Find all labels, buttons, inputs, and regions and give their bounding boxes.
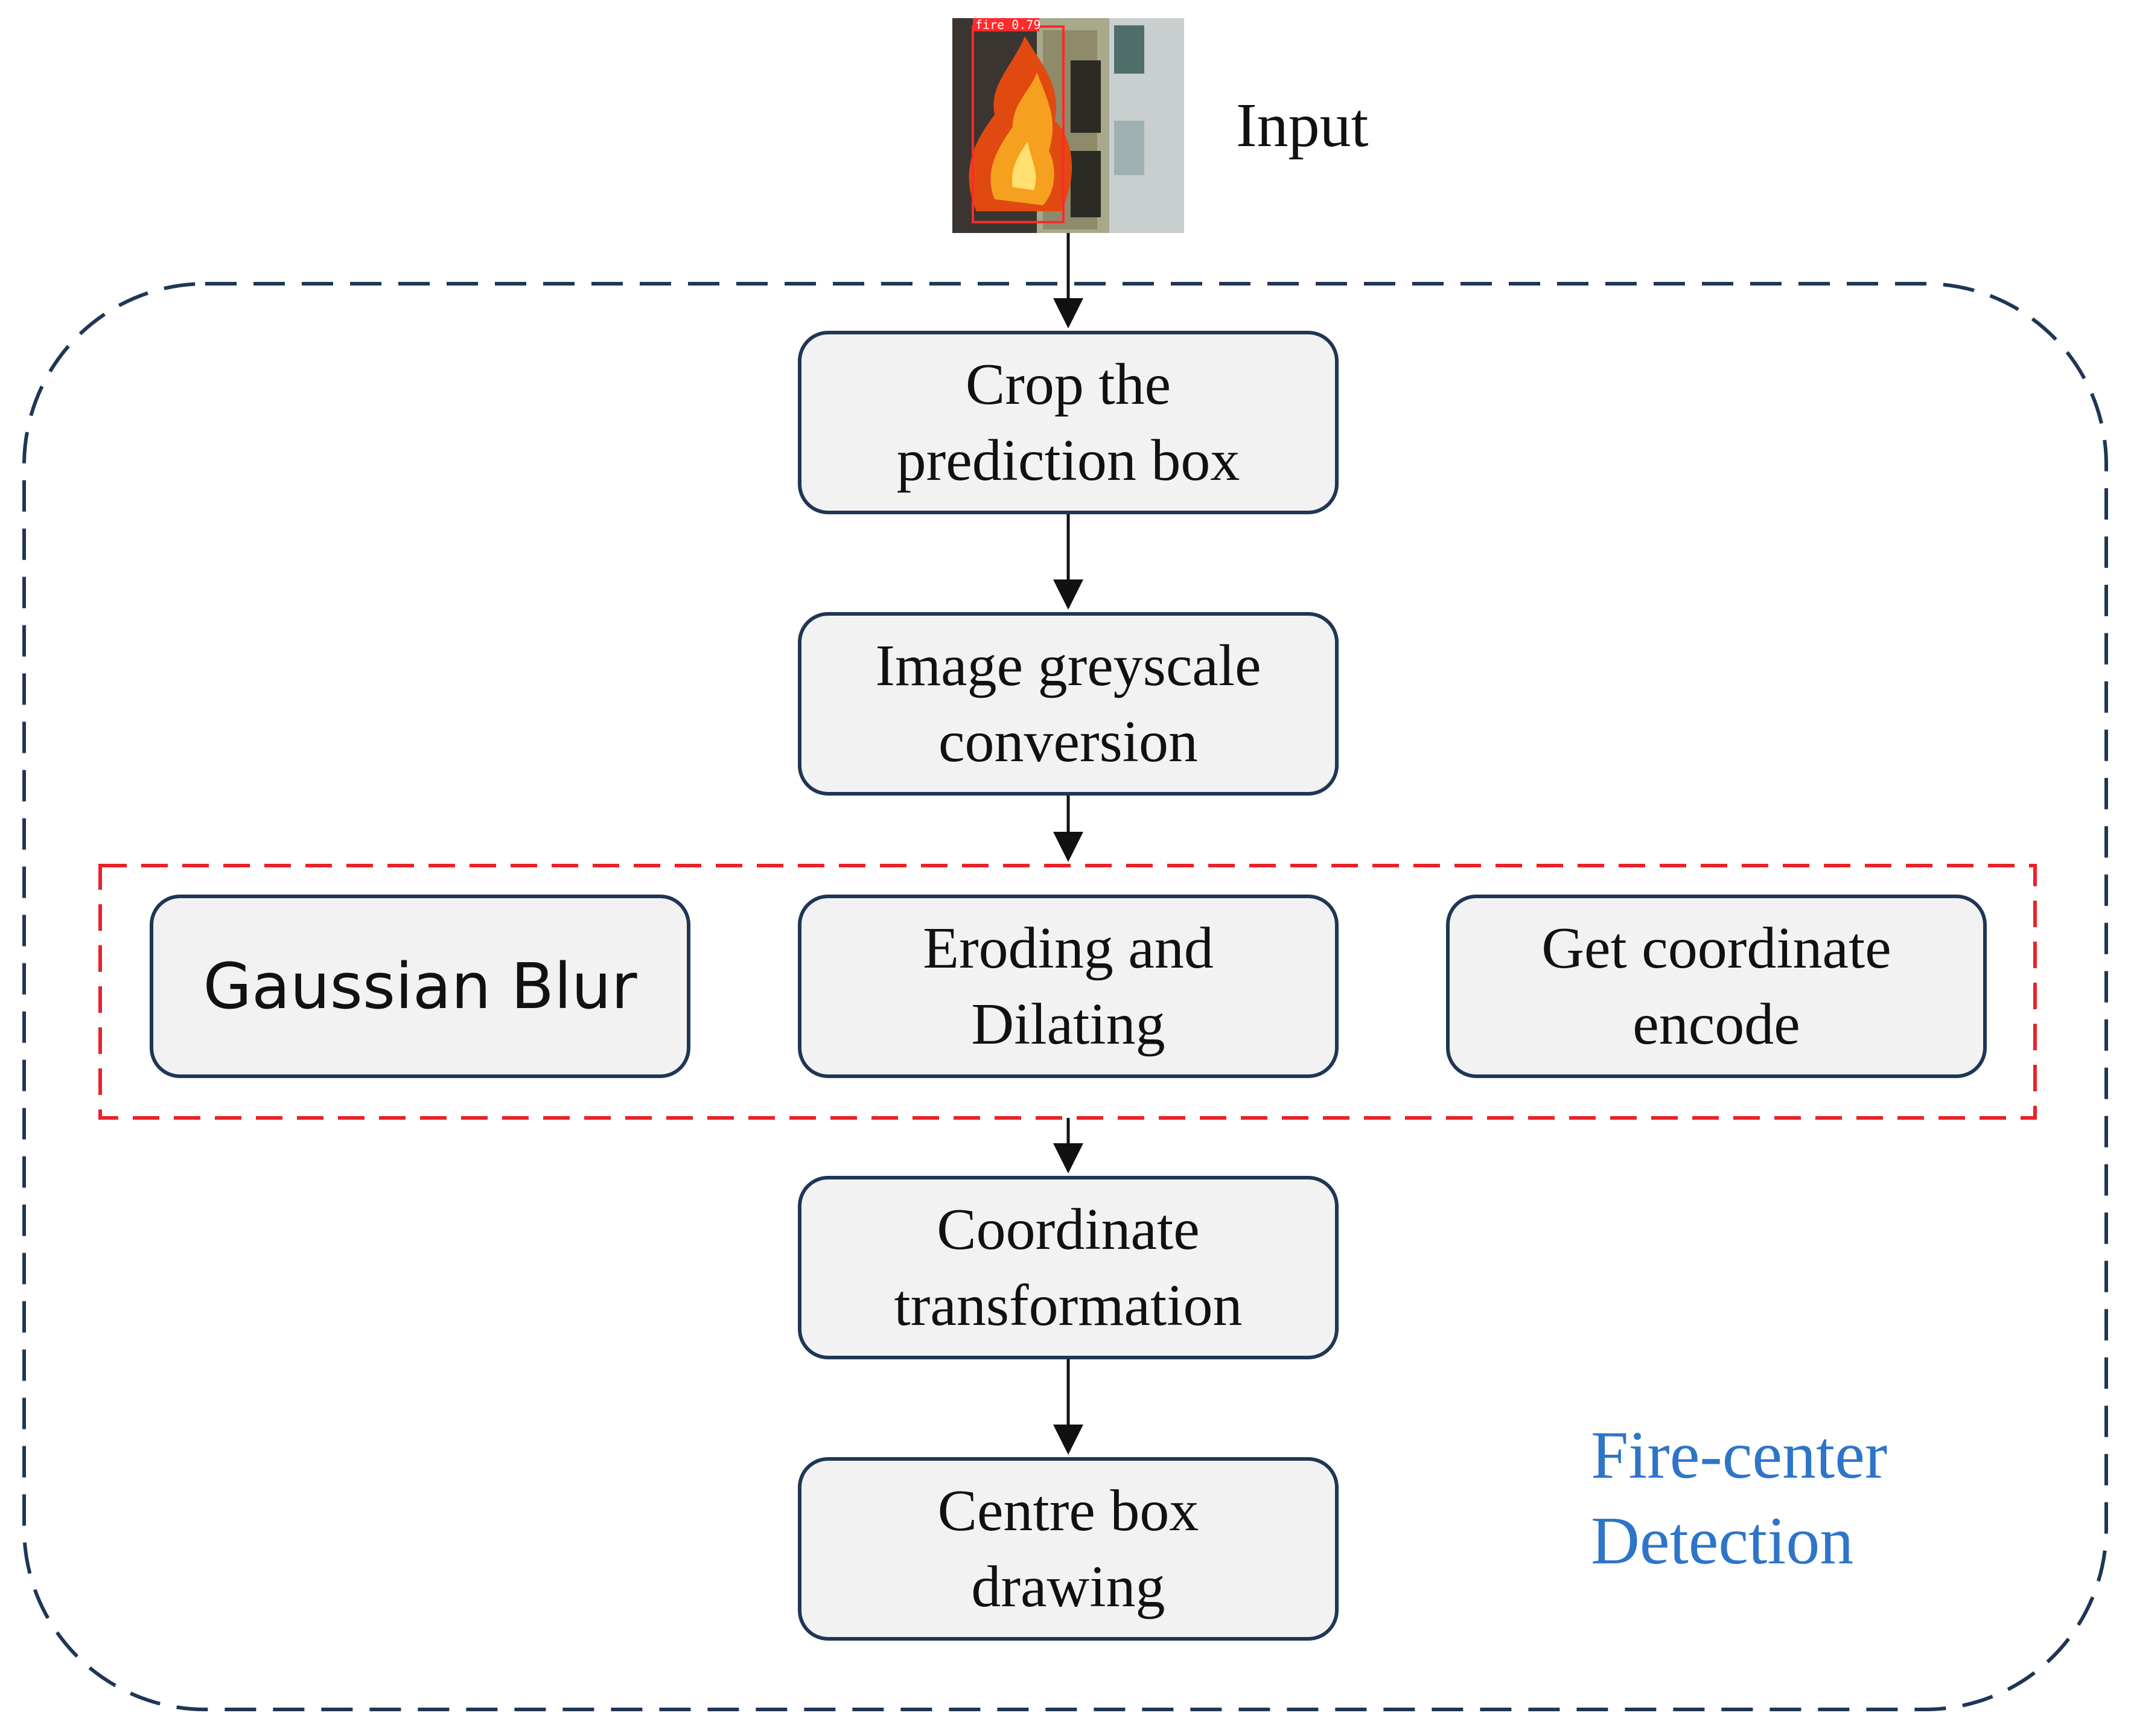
crop-prediction-box-node: Crop the prediction box: [798, 331, 1339, 514]
input-image: fire 0.79: [952, 18, 1184, 233]
eroding-dilating-label: Eroding and Dilating: [923, 916, 1214, 1057]
gaussian-blur-label: Gaussian Blur: [203, 949, 637, 1023]
eroding-dilating-node: Eroding and Dilating: [798, 895, 1339, 1078]
centre-box-drawing-label: Centre box drawing: [937, 1478, 1199, 1620]
coordinate-transformation-label: Coordinate transformation: [894, 1197, 1243, 1338]
detection-tag: fire 0.79: [975, 18, 1040, 32]
centre-box-drawing-node: Centre box drawing: [798, 1457, 1339, 1641]
fire-center-group-border: [22, 282, 2108, 1711]
fire-center-detection-label: Fire-center Detection: [1591, 1418, 1888, 1578]
processing-group-border: [98, 864, 2037, 1120]
coordinate-transformation-node: Coordinate transformation: [798, 1176, 1339, 1359]
crop-prediction-box-label: Crop the prediction box: [896, 352, 1240, 493]
greyscale-conversion-node: Image greyscale conversion: [798, 612, 1339, 796]
gaussian-blur-node: Gaussian Blur: [150, 895, 690, 1078]
coordinate-encode-node: Get coordinate encode: [1446, 895, 1987, 1078]
input-label: Input: [1236, 91, 1369, 160]
fire-photo-icon: fire 0.79: [952, 18, 1184, 233]
greyscale-conversion-label: Image greyscale conversion: [875, 633, 1261, 774]
coordinate-encode-label: Get coordinate encode: [1541, 916, 1891, 1057]
